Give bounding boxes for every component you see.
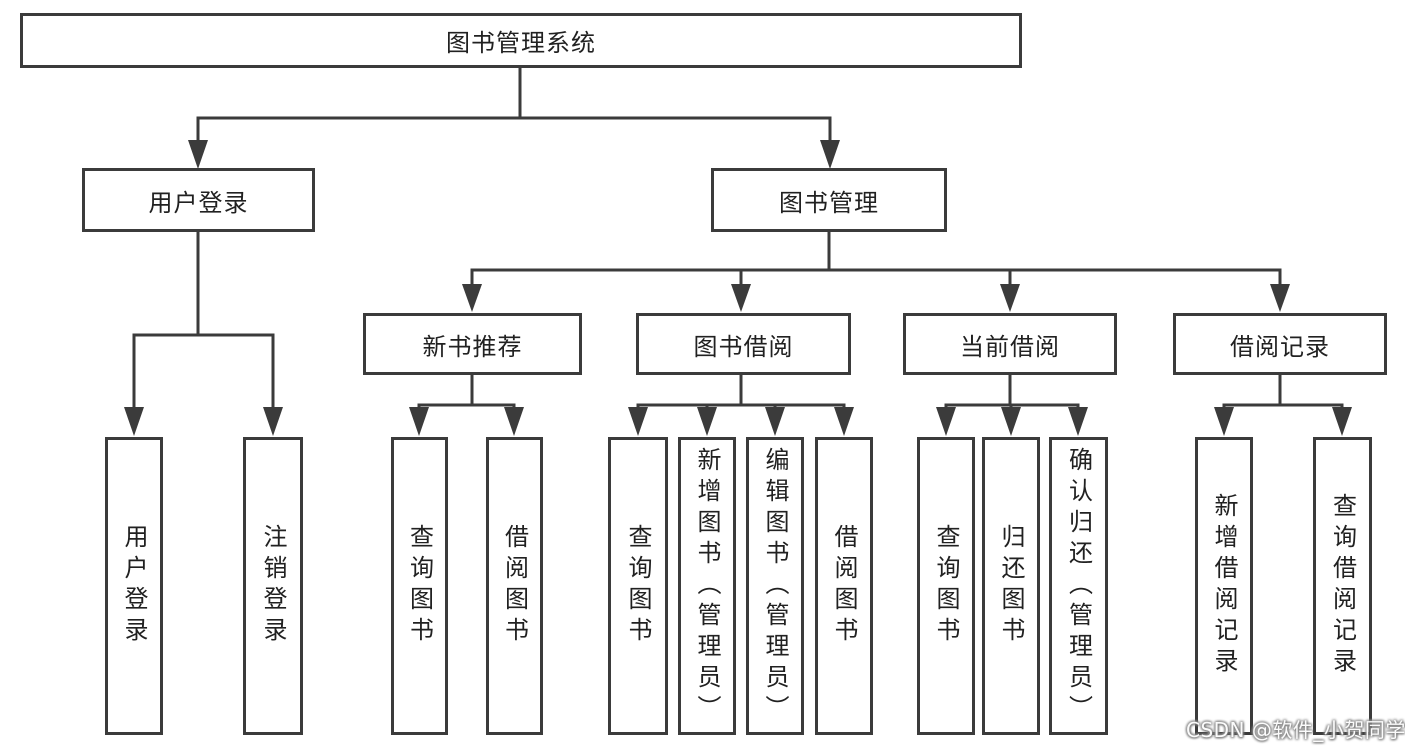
node-leaf-add-book-admin: 新增图书（管理员） bbox=[678, 437, 736, 735]
arrowhead bbox=[504, 407, 524, 436]
arrowhead bbox=[124, 407, 144, 436]
node-leaf-confirm-return-admin: 确认归还（管理员） bbox=[1049, 437, 1108, 735]
node-leaf-query-books-current: 查询图书 bbox=[917, 437, 975, 735]
arrowhead bbox=[409, 407, 429, 436]
node-leaf-logout: 注销登录 bbox=[243, 437, 303, 735]
arrowhead bbox=[628, 407, 648, 436]
node-leaf-edit-book-admin: 编辑图书（管理员） bbox=[746, 437, 804, 735]
csdn-watermark: CSDN @软件_小贺同学 bbox=[1186, 718, 1405, 742]
arrowhead bbox=[188, 140, 208, 169]
node-leaf-query-borrow-record: 查询借阅记录 bbox=[1313, 437, 1372, 735]
node-leaf-query-books-recommend: 查询图书 bbox=[391, 437, 448, 735]
arrowhead bbox=[462, 284, 482, 312]
node-root-system: 图书管理系统 bbox=[20, 13, 1022, 68]
node-leaf-borrow-books: 借阅图书 bbox=[815, 437, 873, 735]
arrowhead bbox=[731, 284, 751, 312]
arrowhead bbox=[697, 407, 717, 436]
node-borrow-records: 借阅记录 bbox=[1173, 313, 1387, 375]
arrowhead bbox=[1214, 407, 1234, 436]
arrowhead bbox=[1000, 284, 1020, 312]
arrowhead bbox=[765, 407, 785, 436]
node-current-borrow: 当前借阅 bbox=[903, 313, 1117, 375]
arrowhead bbox=[1270, 284, 1290, 312]
node-book-borrow: 图书借阅 bbox=[636, 313, 851, 375]
arrowhead bbox=[1332, 407, 1352, 436]
arrowhead bbox=[1068, 407, 1088, 436]
node-user-login: 用户登录 bbox=[82, 168, 315, 232]
node-leaf-query-books-borrow: 查询图书 bbox=[608, 437, 668, 735]
node-leaf-add-borrow-record: 新增借阅记录 bbox=[1195, 437, 1253, 735]
node-new-book-recommend: 新书推荐 bbox=[363, 313, 582, 375]
arrowhead bbox=[263, 407, 283, 436]
node-leaf-return-books: 归还图书 bbox=[982, 437, 1040, 735]
arrowhead bbox=[834, 407, 854, 436]
node-leaf-borrow-books-recommend: 借阅图书 bbox=[486, 437, 543, 735]
arrowhead bbox=[936, 407, 956, 436]
node-book-management: 图书管理 bbox=[711, 168, 947, 232]
arrowhead bbox=[1001, 407, 1021, 436]
arrowhead bbox=[820, 140, 840, 169]
node-leaf-user-login: 用户登录 bbox=[105, 437, 163, 735]
